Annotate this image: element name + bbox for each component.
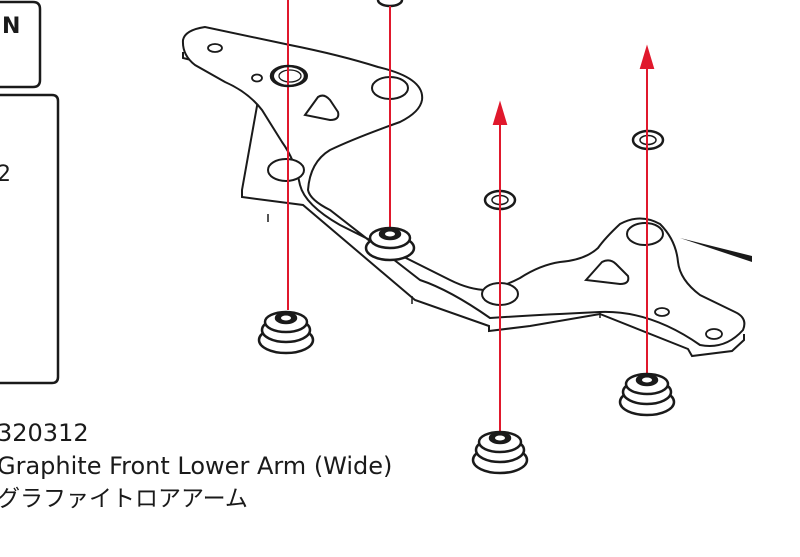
leader-line xyxy=(680,238,752,262)
side-panel xyxy=(0,0,60,385)
bushing xyxy=(257,310,315,355)
plate-triangle-cutout-right xyxy=(583,259,630,286)
flanged-bushings xyxy=(257,226,676,475)
bushing xyxy=(618,372,676,417)
side-panel-number: 2 xyxy=(0,162,11,187)
washer xyxy=(376,0,404,8)
bushing xyxy=(364,226,416,262)
part-name-english: Graphite Front Lower Arm (Wide) xyxy=(0,452,393,480)
side-panel-letter: N xyxy=(2,14,21,39)
plate-small-holes xyxy=(207,43,723,340)
arrow xyxy=(492,100,508,440)
assembly-arrows xyxy=(287,0,655,440)
part-number: 320312 xyxy=(0,419,89,447)
arm-plate-edge xyxy=(182,52,745,358)
part-name-japanese: グラファイトロアアーム xyxy=(0,486,248,512)
arm-plate xyxy=(181,25,746,347)
plate-triangle-cutout-left xyxy=(303,94,340,122)
bushing xyxy=(471,430,529,475)
arrow xyxy=(639,44,655,380)
